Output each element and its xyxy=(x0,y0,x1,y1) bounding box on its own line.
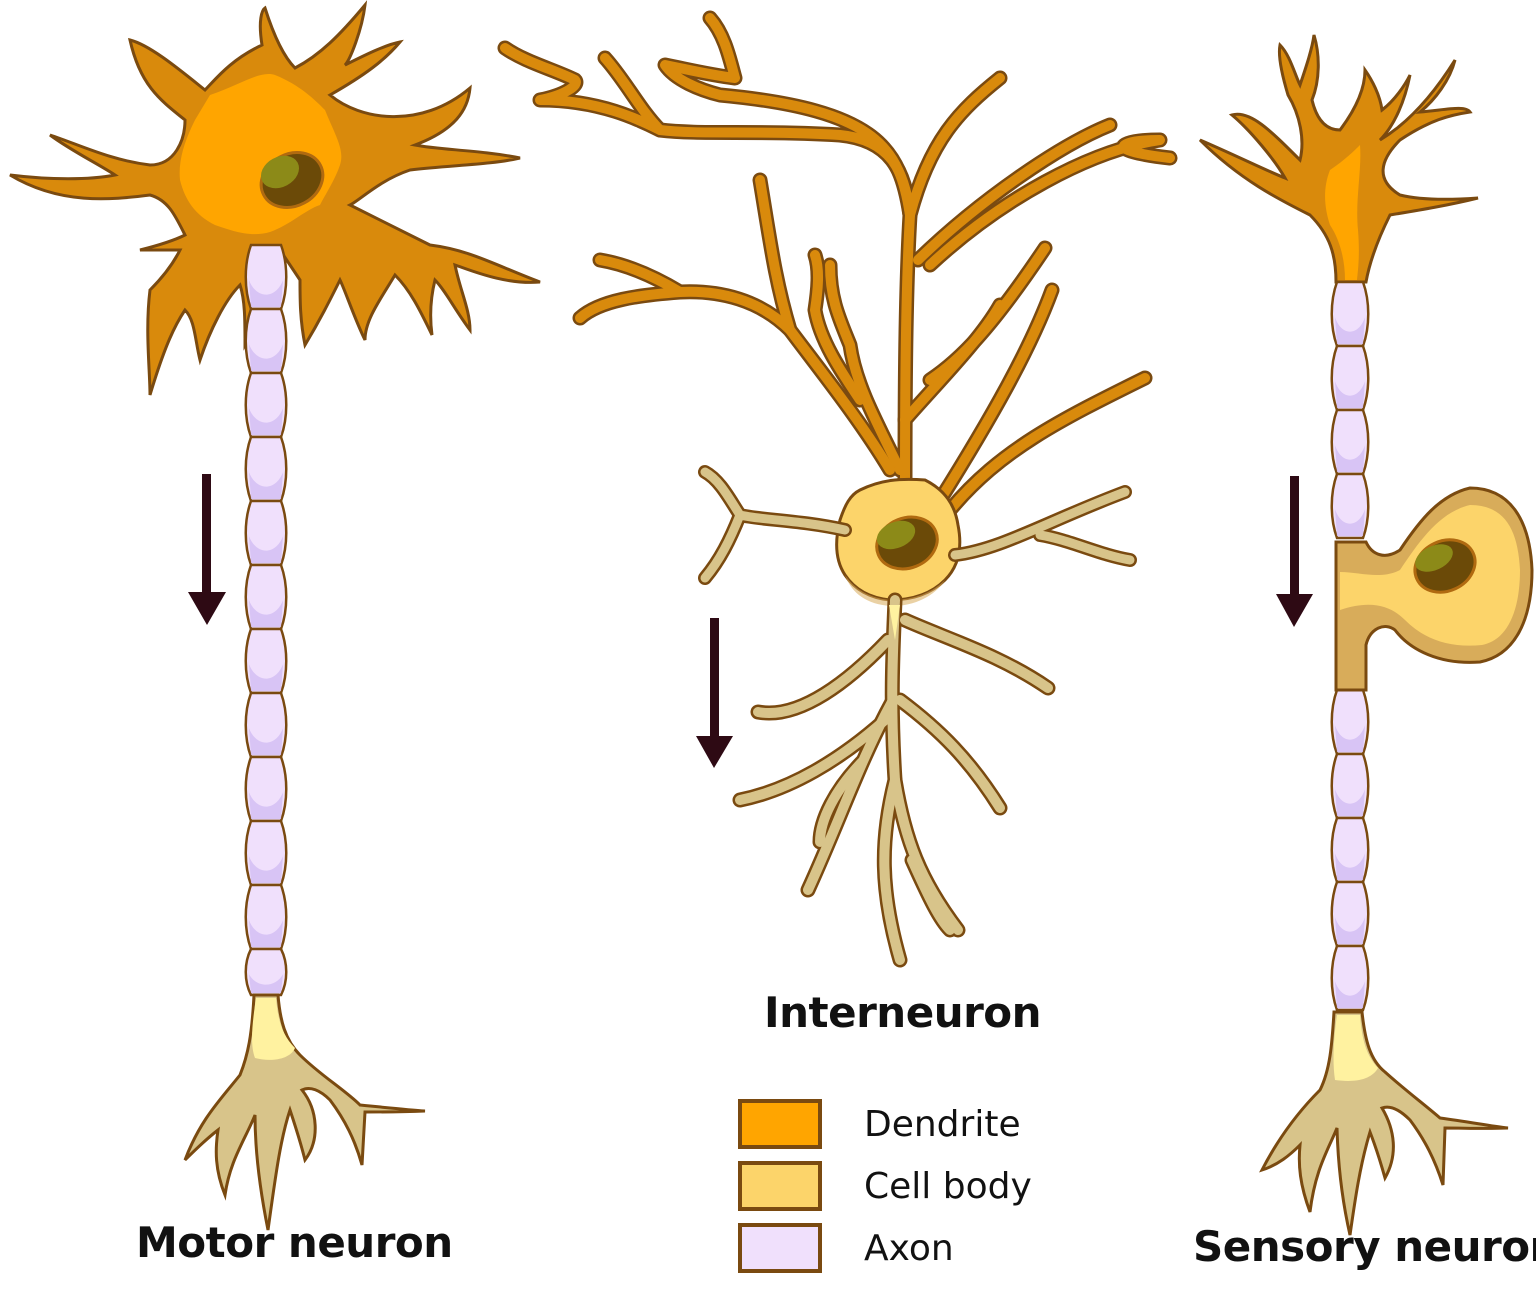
sensory-axon-myelin-shade xyxy=(1335,381,1365,408)
interneuron-axon-branch xyxy=(900,615,1053,693)
motor-axon-myelin-shade xyxy=(249,280,283,307)
interneuron-dendrite-branch xyxy=(925,243,1050,385)
motor-neuron-nucleus xyxy=(259,151,325,209)
motor-axon-myelin-shade xyxy=(249,600,283,627)
legend-item-dendrite: Dendrite xyxy=(738,1093,1032,1155)
interneuron xyxy=(497,10,1178,968)
interneuron-dendrite-branch xyxy=(500,43,915,495)
legend-label-dendrite: Dendrite xyxy=(864,1103,1021,1145)
sensory-neuron-nucleus xyxy=(1413,538,1477,594)
sensory-axon-myelin-shade xyxy=(1335,917,1365,944)
sensory-axon-myelin-shade xyxy=(1335,789,1365,816)
motor-axon-myelin-shade xyxy=(249,344,283,371)
interneuron-dendrite-branch xyxy=(755,175,795,335)
interneuron-axon-branch xyxy=(735,715,890,805)
interneuron-axon-branches xyxy=(698,465,1137,968)
legend: Dendrite Cell body Axon xyxy=(738,1093,1032,1279)
interneuron-dendrite-branch-outline xyxy=(657,10,918,223)
legend-swatch-cell-body xyxy=(738,1161,822,1211)
interneuron-dendrite-branch xyxy=(935,285,1057,505)
legend-item-cell-body: Cell body xyxy=(738,1155,1032,1217)
interneuron-dendrite-branch xyxy=(825,260,905,475)
interneuron-dendrite-branch-outline xyxy=(497,40,918,498)
sensory-neuron-terminal-highlight xyxy=(1333,1015,1378,1081)
sensory-axon-myelin-shade xyxy=(1335,509,1365,536)
sensory-axon-myelin-shade xyxy=(1335,445,1365,472)
interneuron-dendrite-branch xyxy=(810,250,865,405)
interneuron-dendrite-branch xyxy=(600,53,665,135)
interneuron-nucleus xyxy=(875,515,939,571)
interneuron-dendrite-branch xyxy=(945,373,1150,515)
interneuron-dendrite-branch xyxy=(595,255,685,297)
sensory-signal-direction-arrow xyxy=(1276,476,1313,627)
motor-axon-myelin-shade xyxy=(249,536,283,563)
interneuron-axon-branch xyxy=(895,695,1005,813)
interneuron-dendrite-branch xyxy=(905,73,1005,220)
legend-swatch-dendrite xyxy=(738,1099,822,1149)
interneuron-side-dendrite xyxy=(700,510,745,583)
motor-axon-myelin-shade xyxy=(249,792,283,819)
sensory-neuron-axon-terminal xyxy=(1259,1010,1509,1236)
interneuron-dendrite-branch xyxy=(913,120,1115,265)
interneuron-cell-body-shade xyxy=(845,575,945,606)
motor-neuron-axon-terminal xyxy=(183,993,426,1231)
motor-axon-myelin-shade xyxy=(249,664,283,691)
sensory-neuron-dendrites xyxy=(1198,34,1479,284)
motor-axon-myelin-shade xyxy=(249,472,283,499)
sensory-axon-myelin-shade xyxy=(1335,981,1365,1008)
motor-neuron-title: Motor neuron xyxy=(136,1218,453,1267)
interneuron-axon-branch xyxy=(815,757,867,847)
interneuron-axon-branch-outline xyxy=(750,632,896,721)
motor-neuron-terminal-highlight xyxy=(252,998,295,1060)
motor-axon-myelin-shade xyxy=(249,920,283,947)
sensory-neuron-dendrite-core xyxy=(1325,145,1361,280)
legend-label-axon: Axon xyxy=(864,1227,954,1269)
interneuron-axon-hillock xyxy=(889,605,900,640)
motor-axon-myelin-shade xyxy=(249,408,283,435)
interneuron-axon-branch xyxy=(753,635,893,719)
interneuron-dendrites xyxy=(497,10,1178,518)
interneuron-signal-direction-arrow xyxy=(696,618,733,768)
interneuron-side-dendrite xyxy=(950,487,1130,560)
motor-axon-myelin-shade xyxy=(249,856,283,883)
sensory-neuron xyxy=(1198,34,1534,1236)
interneuron-dendrite-branch xyxy=(575,286,895,475)
motor-signal-direction-arrow xyxy=(188,474,226,625)
motor-axon-myelin-shade xyxy=(249,974,283,993)
sensory-neuron-title: Sensory neuron xyxy=(1193,1222,1536,1271)
sensory-neuron-axon xyxy=(1330,280,1370,1012)
sensory-axon-myelin-shade xyxy=(1335,853,1365,880)
legend-label-cell-body: Cell body xyxy=(864,1165,1032,1207)
sensory-axon-myelin-shade xyxy=(1335,317,1365,344)
sensory-axon-myelin-shade xyxy=(1335,725,1365,752)
interneuron-title: Interneuron xyxy=(764,988,1042,1037)
interneuron-dendrite-branch xyxy=(925,135,1175,270)
interneuron-axon-branch xyxy=(907,855,955,935)
legend-item-axon: Axon xyxy=(738,1217,1032,1279)
interneuron-axon-branch xyxy=(879,775,905,965)
motor-neuron xyxy=(9,0,541,1231)
motor-neuron-axon xyxy=(244,243,288,997)
legend-swatch-axon xyxy=(738,1223,822,1273)
interneuron-dendrite-branch xyxy=(660,13,915,220)
motor-axon-myelin-shade xyxy=(249,728,283,755)
interneuron-side-dendrite xyxy=(1035,530,1135,565)
